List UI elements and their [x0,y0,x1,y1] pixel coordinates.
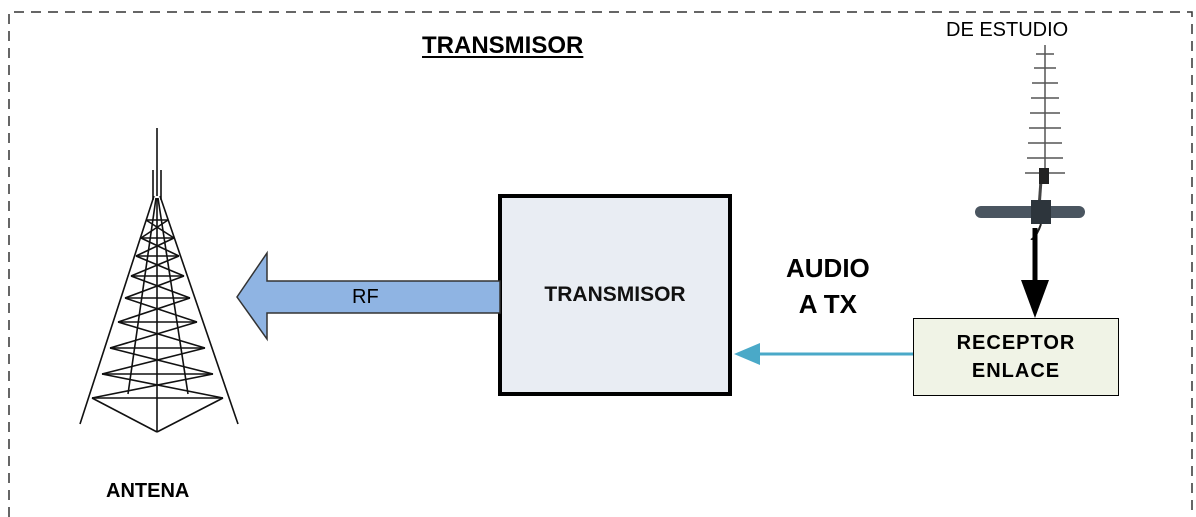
audio-label-line2: A TX [798,289,858,319]
rf-label: RF [352,286,379,308]
link-down-arrow [1021,228,1049,318]
transmitter-box: TRANSMISOR [498,194,732,396]
antenna-label: ANTENA [106,480,190,502]
section-title: TRANSMISOR [422,32,584,59]
receiver-label-line2: ENLACE [971,360,1061,382]
transmitter-label: TRANSMISOR [544,283,686,306]
yagi-antenna-icon [975,45,1085,240]
studio-label: DE ESTUDIO [946,19,1069,41]
audio-arrow [734,343,913,365]
rf-arrow [236,250,501,342]
receiver-box: RECEPTOR ENLACE [913,318,1119,396]
audio-label: AUDIO A TX [786,250,870,322]
audio-label-line1: AUDIO [786,253,870,283]
antenna-tower-icon [79,128,239,433]
receiver-label-line1: RECEPTOR [956,332,1076,354]
